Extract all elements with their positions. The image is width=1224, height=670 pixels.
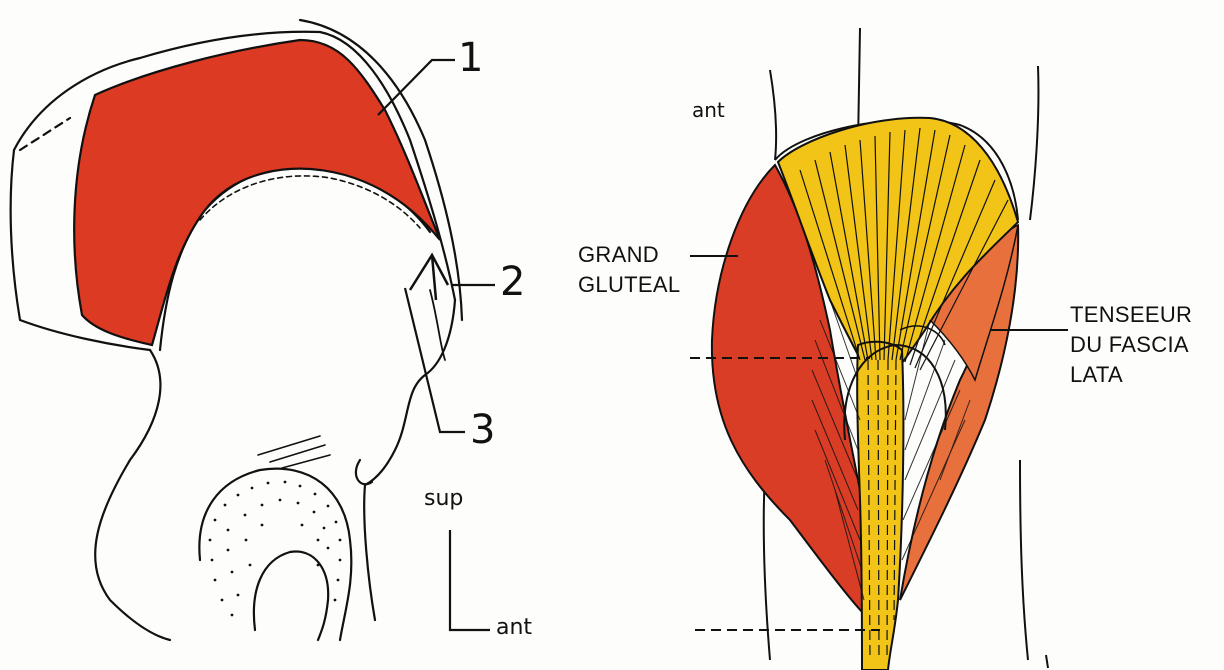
tenseur-line-2: DU FASCIA xyxy=(1070,330,1192,360)
ischial-knob xyxy=(356,460,372,484)
anterior-spine xyxy=(430,290,445,360)
hatch-marks xyxy=(258,436,330,468)
gluteus-medius-region xyxy=(74,40,440,345)
acetabulum-outer xyxy=(199,469,351,640)
acetabulum-stipple xyxy=(209,481,342,617)
grand-gluteal-line-2: GLUTEAL xyxy=(578,270,680,300)
crest-dashed-line xyxy=(20,118,70,150)
orientation-ant-label: ant xyxy=(496,617,532,639)
attachment-arrows xyxy=(410,255,448,300)
callout-2-label: 2 xyxy=(500,262,525,302)
grand-gluteal-label: GRAND GLUTEAL xyxy=(578,240,680,300)
callout-1-label: 1 xyxy=(458,38,483,78)
tenseur-line-1: TENSEEUR xyxy=(1070,300,1192,330)
leader-1 xyxy=(378,60,455,115)
sciatic-notch xyxy=(95,350,170,640)
right-orientation-ant-label: ant xyxy=(692,100,725,120)
fascia-lata-band xyxy=(857,342,903,670)
grand-gluteal-line-1: GRAND xyxy=(578,240,680,270)
outline-left-upper xyxy=(770,70,776,160)
outline-right-lower xyxy=(1020,460,1028,660)
orientation-sup-label: sup xyxy=(424,488,463,510)
callout-3-label: 3 xyxy=(470,410,495,450)
orientation-axes xyxy=(450,530,490,630)
corner-mark xyxy=(1046,655,1048,668)
tenseur-label: TENSEEUR DU FASCIA LATA xyxy=(1070,300,1192,390)
outline-right-upper xyxy=(1030,66,1038,220)
tenseur-line-3: LATA xyxy=(1070,360,1192,390)
